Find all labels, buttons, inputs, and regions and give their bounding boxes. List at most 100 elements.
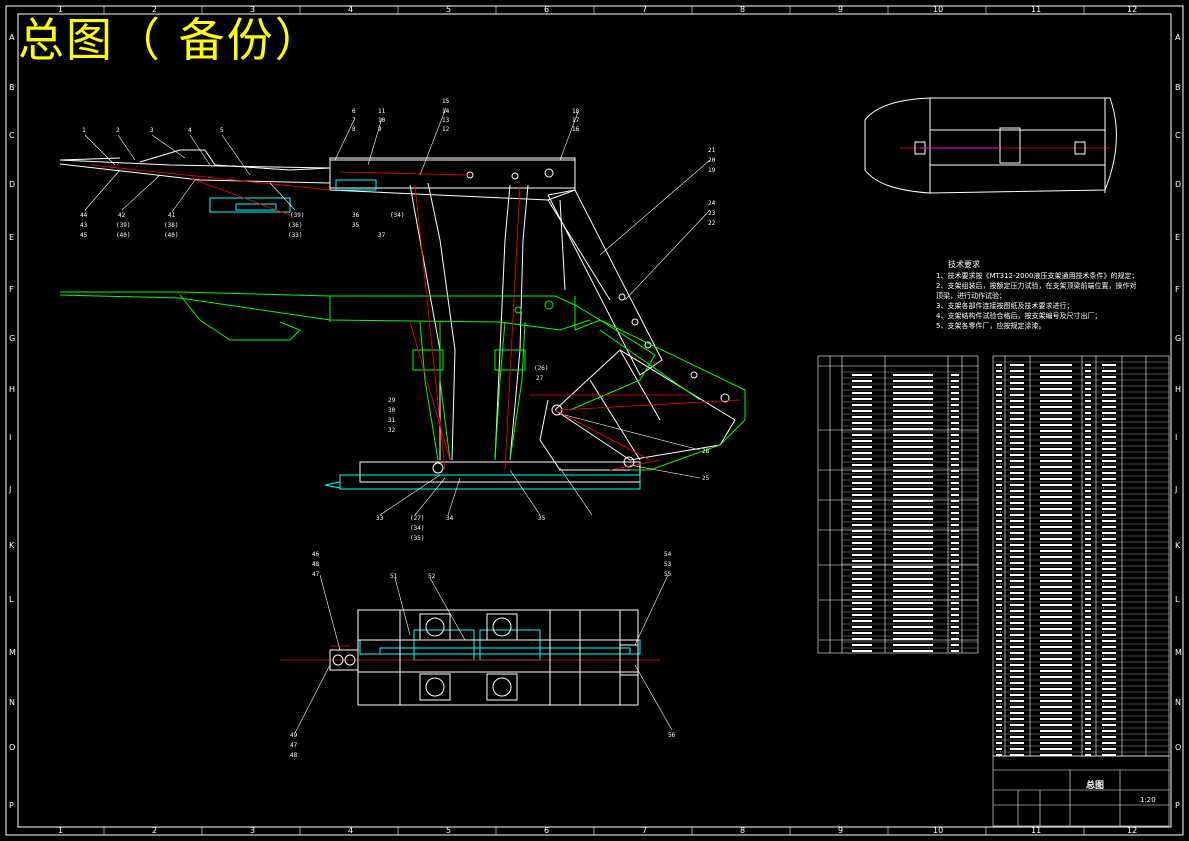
table-cell-text: [996, 394, 1002, 396]
balloon: (34): [390, 212, 404, 219]
balloon: 36: [352, 212, 360, 219]
table-cell-text: [1085, 478, 1091, 480]
table-cell-text: [1010, 730, 1024, 732]
table-cell-text: [893, 536, 933, 538]
balloon: (26): [534, 365, 548, 372]
table-cell-text: [951, 638, 959, 640]
balloon: 41: [168, 212, 176, 219]
table-cell-text: [996, 652, 1002, 654]
table-cell-text: [852, 458, 872, 460]
table-cell-text: [1102, 556, 1116, 558]
table-cell-text: [1010, 436, 1024, 438]
table-cell-text: [1040, 610, 1072, 612]
svg-text:E: E: [9, 233, 14, 242]
table-cell-text: [1085, 412, 1091, 414]
table-cell-text: [1102, 388, 1116, 390]
table-cell-text: [1040, 388, 1072, 390]
table-cell-text: [1010, 682, 1024, 684]
table-cell-text: [893, 434, 933, 436]
svg-text:G: G: [1175, 334, 1181, 343]
table-cell-text: [1085, 514, 1091, 516]
table-cell-text: [1085, 610, 1091, 612]
top-plan-outline: [864, 97, 1117, 194]
table-cell-text: [951, 590, 959, 592]
table-cell-text: [1102, 514, 1116, 516]
svg-text:O: O: [9, 743, 15, 752]
table-cell-text: [1010, 430, 1024, 432]
table-cell-text: [1102, 412, 1116, 414]
table-cell-text: [1010, 748, 1024, 750]
balloon: 42: [118, 212, 126, 219]
table-cell-text: [852, 548, 872, 550]
table-cell-text: [852, 542, 872, 544]
table-cell-text: [1085, 676, 1091, 678]
table-cell-text: [1085, 466, 1091, 468]
table-cell-text: [1102, 436, 1116, 438]
table-cell-text: [1085, 382, 1091, 384]
table-cell-text: [996, 454, 1002, 456]
table-cell-text: [1010, 706, 1024, 708]
table-cell-text: [1010, 508, 1024, 510]
balloon: 52: [428, 573, 436, 580]
table-cell-text: [1010, 712, 1024, 714]
svg-text:H: H: [1175, 385, 1181, 394]
table-cell-text: [996, 706, 1002, 708]
leader-lines: [84, 107, 711, 734]
svg-text:D: D: [1175, 180, 1181, 189]
table-cell-text: [951, 476, 959, 478]
table-cell-text: [1040, 520, 1072, 522]
table-cell-text: [1085, 682, 1091, 684]
table-cell-text: [893, 608, 933, 610]
table-cell-text: [1085, 724, 1091, 726]
title-block: [992, 755, 1170, 827]
svg-text:O: O: [1175, 743, 1181, 752]
table-cell-text: [996, 382, 1002, 384]
table-cell-text: [1010, 580, 1024, 582]
svg-text:L: L: [1175, 595, 1180, 604]
svg-text:K: K: [9, 541, 15, 550]
balloon: 29: [388, 397, 396, 404]
table-cell-text: [996, 646, 1002, 648]
balloon: 24: [708, 200, 716, 207]
table-cell-text: [852, 428, 872, 430]
table-cell-text: [951, 428, 959, 430]
table-cell-text: [996, 430, 1002, 432]
table-cell-text: [1102, 652, 1116, 654]
table-cell-text: [996, 658, 1002, 660]
table-cell-text: [852, 398, 872, 400]
table-cell-text: [951, 626, 959, 628]
table-cell-text: [1010, 532, 1024, 534]
table-cell-text: [1010, 694, 1024, 696]
table-cell-text: [996, 508, 1002, 510]
table-cell-text: [1010, 520, 1024, 522]
table-cell-text: [1040, 736, 1072, 738]
balloon: 47: [312, 571, 320, 578]
table-cell-text: [951, 410, 959, 412]
table-cell-text: [1010, 700, 1024, 702]
table-cell-text: [1085, 448, 1091, 450]
tech-note-line: 3、支架各部件连接按图纸及技术要求进行；: [936, 302, 1074, 310]
table-cell-text: [1010, 664, 1024, 666]
sheet-border: [5, 5, 1184, 836]
table-cell-text: [1085, 754, 1091, 756]
table-cell-text: [1010, 634, 1024, 636]
table-cell-text: [1085, 370, 1091, 372]
title-block-scale: 1:20: [1140, 796, 1156, 804]
table-cell-text: [852, 482, 872, 484]
table-cell-text: [1040, 376, 1072, 378]
table-cell-text: [1085, 502, 1091, 504]
svg-text:B: B: [9, 83, 15, 92]
table-cell-text: [996, 574, 1002, 576]
table-cell-text: [996, 598, 1002, 600]
table-cell-text: [951, 530, 959, 532]
table-cell-text: [1085, 376, 1091, 378]
table-cell-text: [1010, 754, 1024, 756]
table-cell-text: [1040, 568, 1072, 570]
table-cell-text: [1040, 706, 1072, 708]
table-cell-text: [1085, 472, 1091, 474]
table-cell-text: [1010, 472, 1024, 474]
balloon: 46: [312, 551, 320, 558]
table-cell-text: [852, 500, 872, 502]
table-cell-text: [1102, 658, 1116, 660]
balloon: (35): [410, 535, 424, 542]
